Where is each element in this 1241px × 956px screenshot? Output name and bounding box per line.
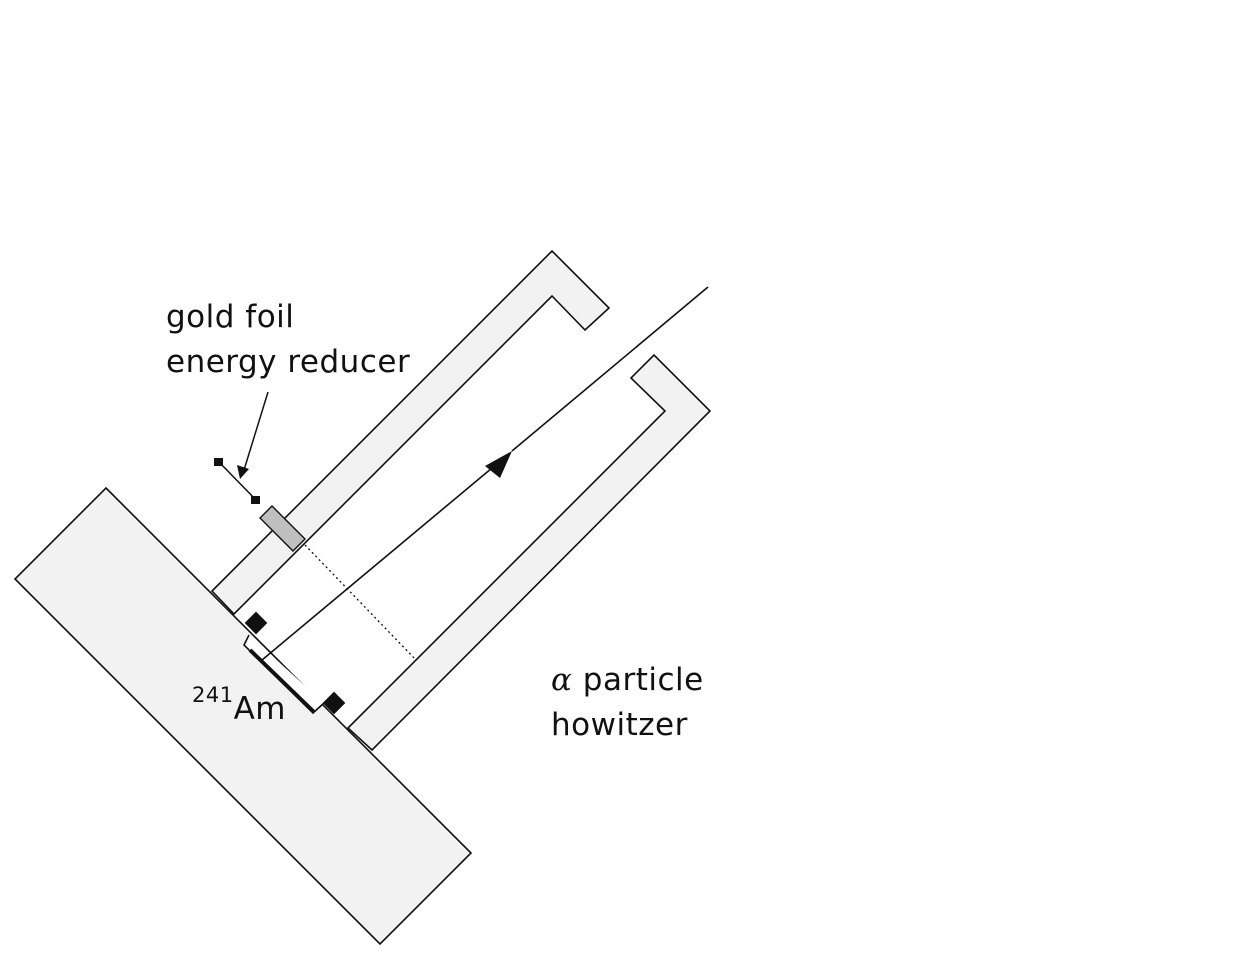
howitzer-label-line2: howitzer: [551, 707, 688, 743]
isotope-mass-number: 241: [192, 683, 234, 707]
howitzer-label: α particle howitzer: [551, 658, 704, 748]
thickness-marker-top: [214, 458, 223, 466]
trajectory-arrowhead: [485, 451, 512, 478]
upper-barrel-wall: [210, 249, 611, 616]
foil-leader-line: [243, 391, 269, 471]
isotope-label: 241Am: [192, 685, 286, 732]
lower-clamp: [322, 691, 346, 715]
lower-barrel-wall: [346, 353, 712, 752]
gold-foil-label-line2: energy reducer: [166, 344, 411, 380]
isotope-symbol: Am: [233, 691, 286, 727]
foil-position-guide: [304, 544, 417, 661]
thickness-marker-bottom: [251, 496, 260, 504]
foil-leader-arrowhead: [237, 465, 249, 479]
gold-foil-label-line1: gold foil: [166, 299, 295, 335]
americium-source: [248, 648, 316, 714]
foil-thickness-indicator: [218, 461, 257, 501]
particle-word: particle: [572, 662, 704, 698]
source-mount-block: [13, 486, 473, 946]
alpha-trajectory-exit: [511, 286, 709, 452]
alpha-trajectory: [261, 467, 493, 661]
alpha-symbol: α: [551, 662, 573, 698]
howitzer-label-line1: α particle: [551, 658, 704, 703]
gold-foil-label: gold foil energy reducer: [166, 295, 410, 385]
gold-foil: [259, 505, 306, 552]
